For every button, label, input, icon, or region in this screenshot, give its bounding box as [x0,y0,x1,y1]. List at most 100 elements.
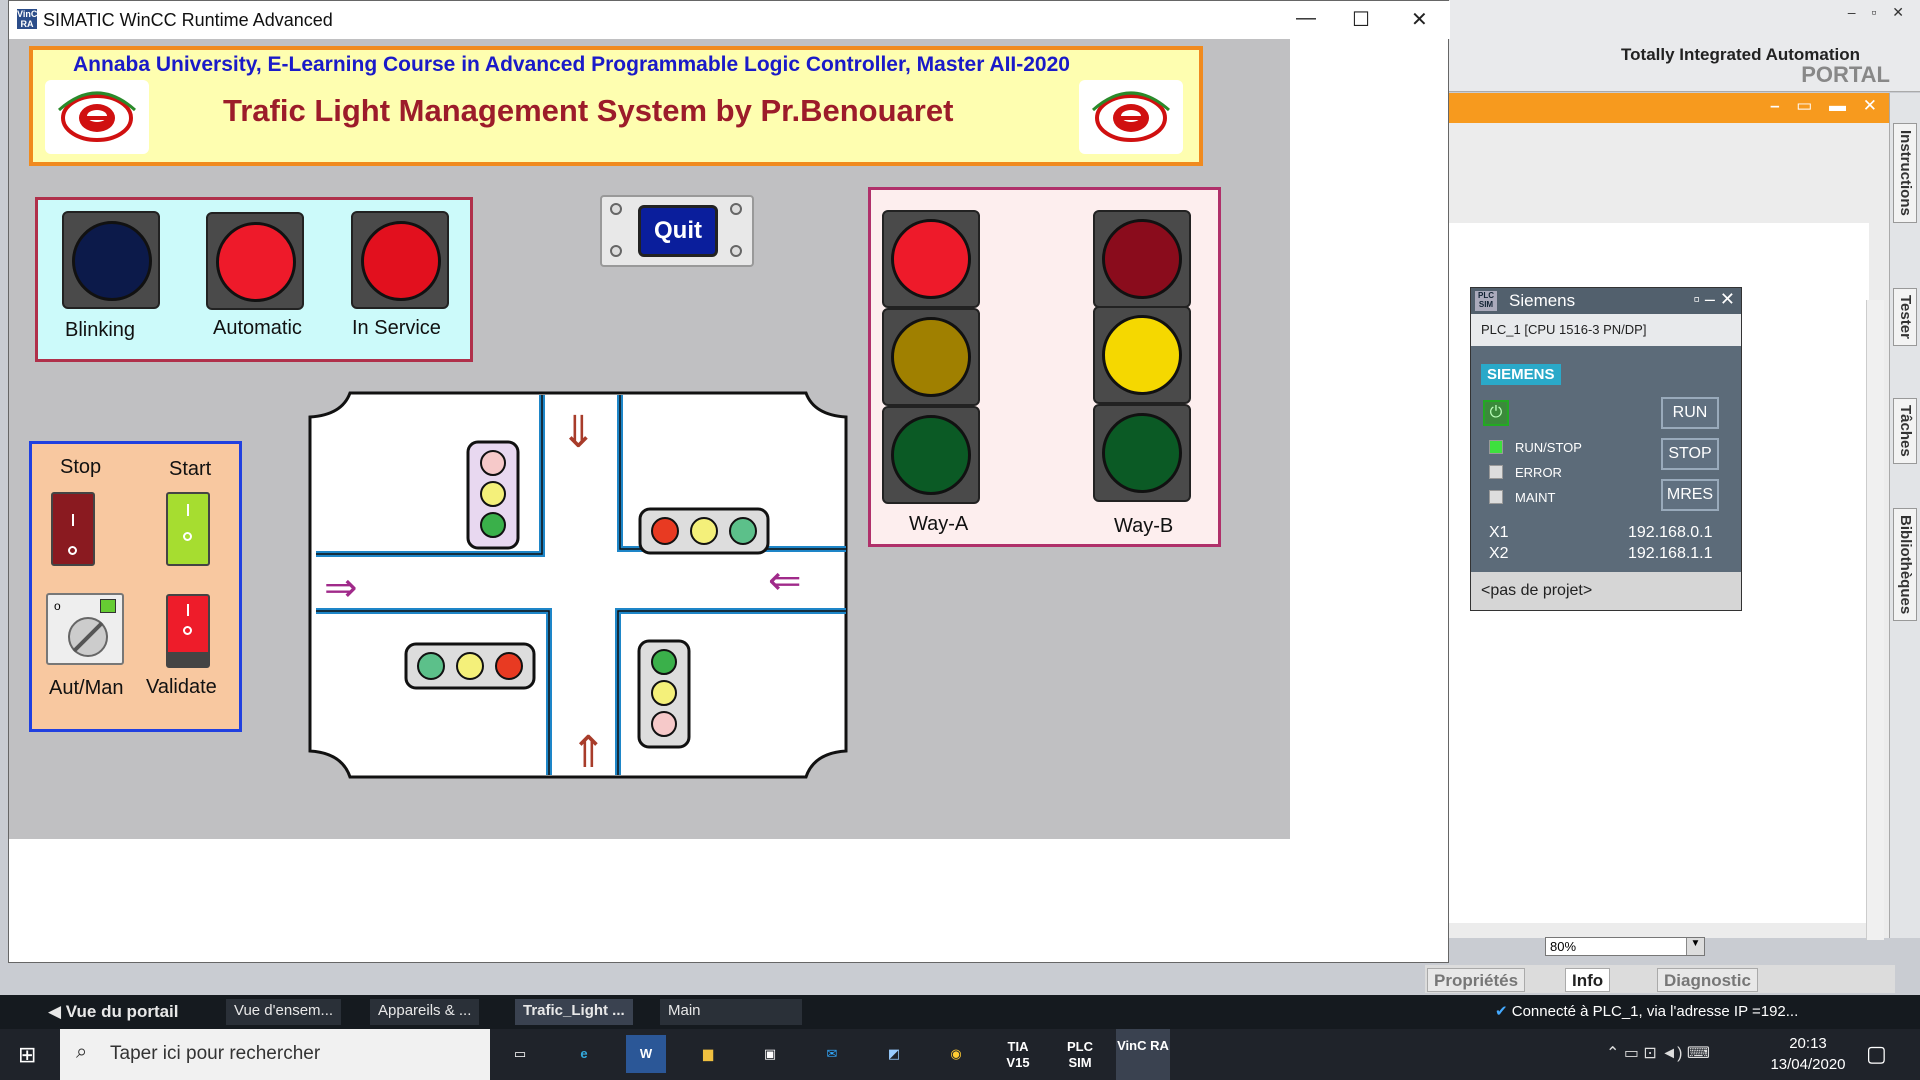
intersection-diagram: ⇓ ⇑ ⇒ ⇐ [308,391,848,779]
tia-window-controls[interactable]: – ▫ ✕ [1847,4,1910,20]
zoom-value: 80% [1550,939,1577,954]
tab-overview[interactable]: Vue d'ensem... [226,999,342,1025]
plcsim-titlebar[interactable]: PLC SIM Siemens ▫ – ✕ [1471,288,1741,314]
tia-v15-icon[interactable]: TIA V15 [1006,1039,1030,1070]
inspector-tabs: Propriétés Info Diagnostic [1425,965,1895,993]
tab-trafic-light[interactable]: Trafic_Light ... [515,999,633,1025]
run-button[interactable]: RUN [1661,397,1719,429]
clock-time[interactable]: 20:13 [1789,1035,1827,1052]
way-b-yellow-lamp [1093,306,1191,404]
siemens-logo: SIEMENS [1481,364,1561,385]
window-title: SIMATIC WinCC Runtime Advanced [43,10,333,30]
way-a-label: Way-A [909,513,969,535]
tia-scrollbar[interactable] [1866,300,1884,940]
chevron-down-icon[interactable]: ▼ [1686,938,1704,955]
plc-sim-icon[interactable]: PLC SIM [1067,1039,1093,1070]
way-a-red-lamp [882,210,980,308]
led-maint [1489,490,1503,504]
university-logo-right [1079,80,1183,154]
stop-label: Stop [60,456,102,478]
tab-main[interactable]: Main [660,999,802,1025]
led-label-error: ERROR [1515,465,1562,480]
automatic-label: Automatic [213,317,302,339]
tia-task-card-header: – ▭ ▬ ✕ [1449,93,1889,123]
store-icon[interactable]: ▣ [763,1046,777,1061]
mini-traffic-light-west [404,642,536,690]
plcsim-window: PLC SIM Siemens ▫ – ✕ PLC_1 [CPU 1516-3 … [1470,287,1742,611]
start-label: Start [169,458,212,480]
ways-traffic-lights-panel: Way-A Way-B [868,187,1221,547]
task-card-controls[interactable]: – ▭ ▬ ✕ [1770,96,1883,115]
tab-taches[interactable]: Tâches [1893,398,1917,464]
automatic-lamp [206,212,304,310]
hmi-screen: Annaba University, E-Learning Course in … [9,39,1290,839]
wincc-ra-icon[interactable]: VinC RA [1116,1029,1170,1080]
mini-traffic-light-south [637,639,691,749]
in-service-lamp [351,211,449,309]
windows-taskbar: ⊞ ⌕ Taper ici pour rechercher ▭ e W ▆ ▣ … [0,1029,1920,1080]
aut-man-selector[interactable]: o [46,593,124,665]
way-b-red-lamp [1093,210,1191,308]
stop-button[interactable]: STOP [1661,438,1719,470]
plcsim-project: <pas de projet> [1471,572,1741,610]
search-icon: ⌕ [76,1041,88,1063]
way-a-yellow-lamp [882,308,980,406]
x1-address: 192.168.0.1 [1628,524,1713,541]
validate-switch[interactable] [166,594,210,668]
portal-view-button[interactable]: ◀ Vue du portail [48,1002,179,1021]
in-service-lamp-light [361,221,441,301]
network-app-icon[interactable]: ◩ [887,1046,901,1061]
minimize-button[interactable]: — [1296,7,1316,29]
in-service-label: In Service [352,317,441,339]
start-switch[interactable] [166,492,210,566]
taskbar-search[interactable]: ⌕ Taper ici pour rechercher [60,1029,490,1080]
wincc-titlebar[interactable]: VinC RA SIMATIC WinCC Runtime Advanced —… [9,1,1450,39]
stop-switch[interactable] [51,492,95,566]
svg-text:⇑: ⇑ [570,727,607,778]
tab-info[interactable]: Info [1565,968,1611,992]
page-title: Trafic Light Management System by Pr.Ben… [223,93,954,128]
led-error [1489,465,1503,479]
tab-instructions[interactable]: Instructions [1893,123,1917,223]
quit-button[interactable]: Quit [638,205,718,257]
led-label-maint: MAINT [1515,490,1556,505]
tia-portal-banner: Totally Integrated Automation PORTAL [1449,0,1920,92]
clock-date[interactable]: 13/04/2020 [1770,1056,1846,1073]
tab-proprietes[interactable]: Propriétés [1427,968,1526,992]
word-icon[interactable]: W [626,1035,666,1073]
validate-label: Validate [146,676,217,698]
chrome-icon[interactable]: ◉ [950,1046,962,1061]
way-b-label: Way-B [1114,515,1174,537]
notification-icon[interactable]: ▢ [1866,1041,1887,1066]
mres-button[interactable]: MRES [1661,479,1719,511]
tab-devices[interactable]: Appareils & ... [370,999,480,1025]
university-logo-left [45,80,149,154]
tia-brand-line2: PORTAL [1801,62,1890,87]
tab-tester[interactable]: Tester [1893,288,1917,346]
task-view-icon[interactable]: ▭ [513,1046,527,1061]
quit-button-frame: Quit [600,195,754,267]
power-icon[interactable]: ⏻ [1483,400,1509,426]
edge-icon[interactable]: e [580,1046,588,1061]
header-subtitle: Annaba University, E-Learning Course in … [73,53,1070,76]
tray-icons[interactable]: ⌃ ▭ ⊡ ◄) ⌨ [1606,1045,1710,1062]
plcsim-title: Siemens [1509,291,1576,310]
x2-address: 192.168.1.1 [1628,545,1713,562]
way-a-green-lamp [882,406,980,504]
close-button[interactable]: ✕ [1411,9,1428,31]
blinking-lamp-light [72,221,152,301]
maximize-button[interactable]: ☐ [1352,9,1370,31]
plcsim-controls[interactable]: ▫ – ✕ [1693,289,1735,309]
svg-text:⇐: ⇐ [768,558,802,604]
blinking-label: Blinking [65,319,136,341]
way-b-green-lamp [1093,404,1191,502]
file-explorer-icon[interactable]: ▆ [703,1046,713,1061]
tab-diagnostic[interactable]: Diagnostic [1657,968,1758,992]
x2-label: X2 [1489,545,1509,562]
tab-bibliotheques[interactable]: Bibliothèques [1893,508,1917,622]
windows-start-icon[interactable]: ⊞ [18,1042,37,1067]
connection-status: ✔ Connecté à PLC_1, via l'adresse IP =19… [1487,999,1806,1025]
zoom-select[interactable]: 80% ▼ [1545,937,1705,956]
x1-label: X1 [1489,524,1509,541]
mail-icon[interactable]: ✉ [826,1046,838,1061]
